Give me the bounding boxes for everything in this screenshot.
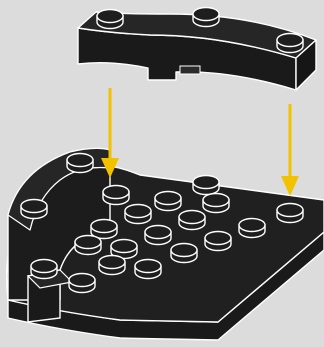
stud-icon: [99, 256, 125, 275]
stud-icon: [155, 192, 181, 211]
stud-icon: [21, 200, 47, 219]
curved-arch-brick: [78, 8, 316, 91]
stud-icon: [91, 220, 117, 239]
stud-icon: [69, 274, 95, 293]
stud-icon: [193, 8, 219, 27]
stud-icon: [277, 34, 303, 53]
stud-icon: [239, 219, 265, 238]
stud-icon: [277, 204, 303, 223]
stud-icon: [145, 226, 171, 245]
stud-icon: [179, 211, 205, 230]
stud-icon: [75, 236, 101, 255]
stud-icon: [67, 154, 93, 173]
stud-icon: [103, 186, 129, 205]
half-round-plate: [7, 148, 324, 340]
stud-icon: [171, 244, 197, 263]
stud-icon: [125, 205, 151, 224]
stud-icon: [97, 10, 123, 29]
stud-icon: [31, 260, 57, 279]
stud-icon: [135, 260, 161, 279]
stud-icon: [205, 232, 231, 251]
stud-icon: [193, 176, 219, 195]
arrow-down-icon: [281, 104, 299, 196]
stud-icon: [203, 194, 229, 213]
